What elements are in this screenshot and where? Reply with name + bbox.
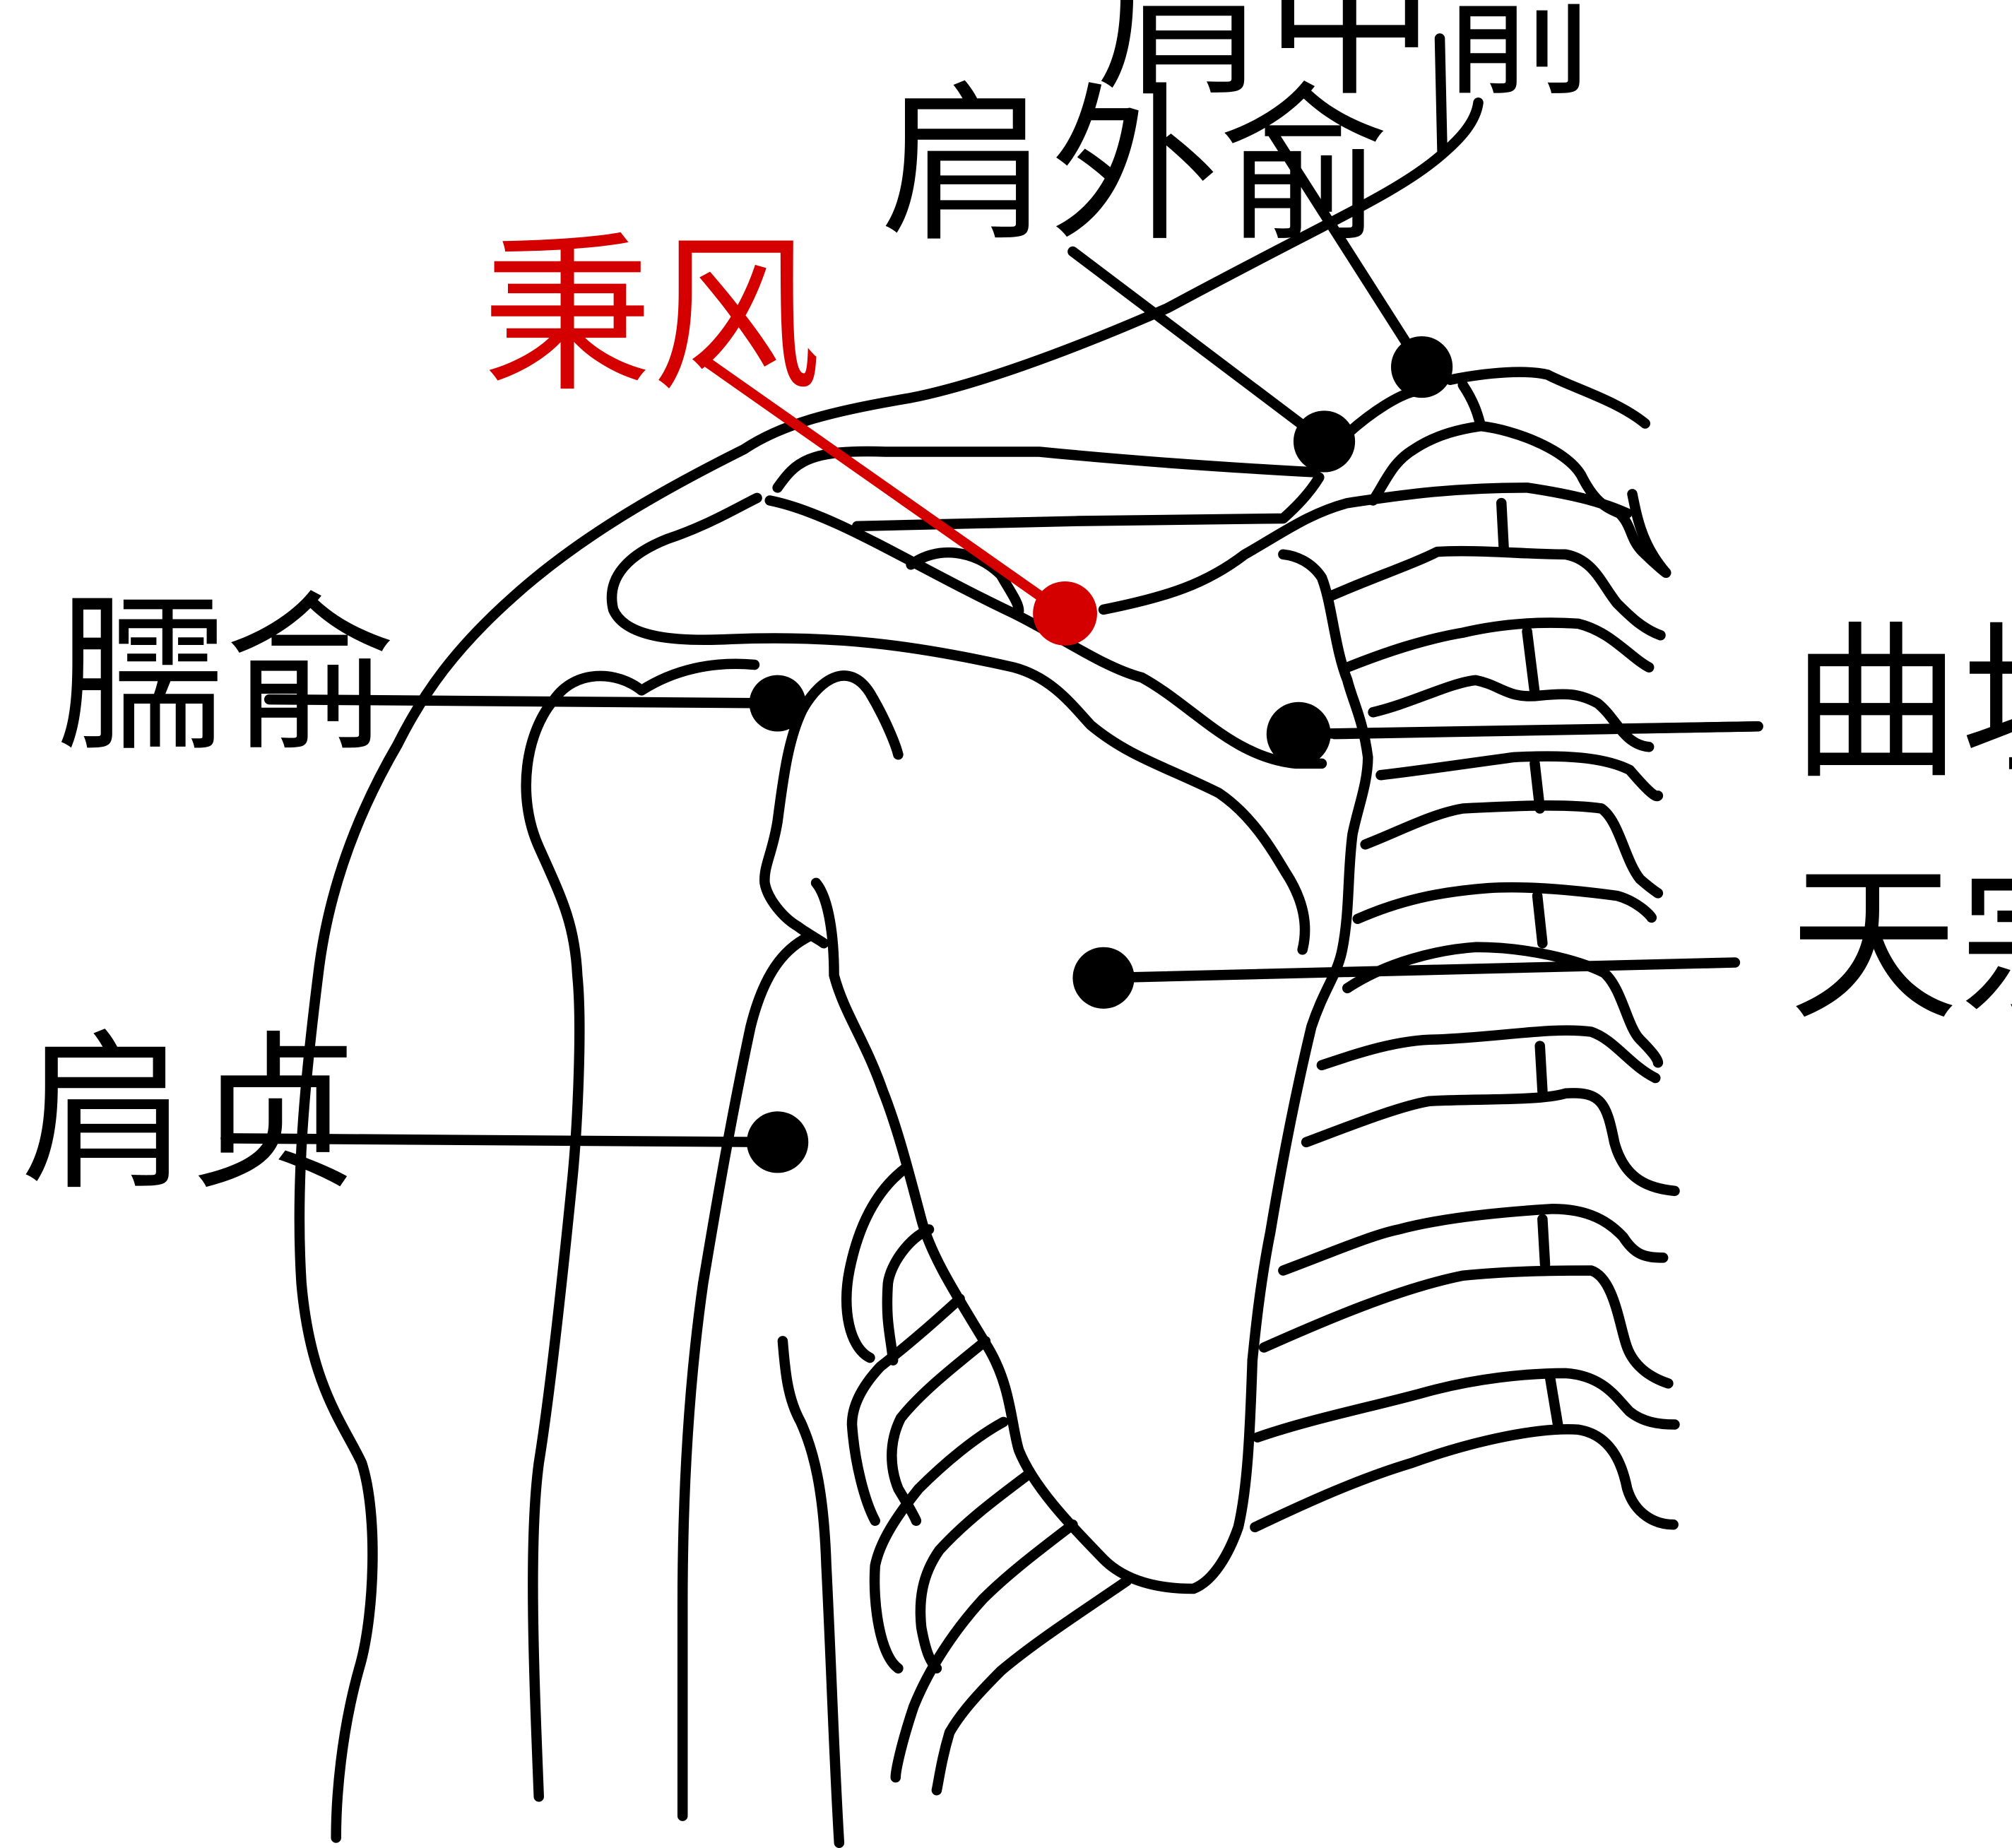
label-quyuan: 曲垣 [1792, 605, 2012, 802]
neck-line [1437, 97, 1484, 160]
leader-jianzhongshu [1267, 128, 1427, 372]
leader-jianzhen [220, 1133, 783, 1148]
latissimus-line-2 [931, 1575, 1132, 1796]
teres-line-4 [915, 1470, 1032, 1674]
point-labels: 肩中俞 肩外俞 秉风 臑俞 曲垣 天宗 肩贞 [20, 0, 2012, 1213]
acupoints [747, 336, 1453, 1173]
scapula-spine-lower [764, 495, 1327, 769]
scapula-lateral-border [759, 703, 829, 949]
point-jianwaishu [1293, 410, 1356, 473]
supraspinous-fossa-top [1098, 482, 1633, 615]
point-bingfeng [1033, 581, 1097, 646]
spine-of-scapula-top [851, 472, 1325, 532]
humerus-left [521, 694, 585, 1802]
point-quyuan [1266, 701, 1331, 766]
ribs [1250, 367, 1763, 1533]
label-jianzhen: 肩贞 [20, 1015, 360, 1213]
leader-quyuan [1293, 721, 1763, 740]
teres-line-2 [887, 1336, 991, 1527]
scapula-inferior-lateral [810, 877, 1258, 1594]
outer-shoulder-contour [294, 33, 1448, 1843]
humeral-head [549, 658, 760, 705]
anatomy-outline [294, 33, 1763, 1848]
coracoid-hook [906, 547, 1024, 616]
scapula-medial-border [1247, 549, 1373, 1366]
label-bingfeng: 秉风 [483, 217, 822, 415]
point-naoshu [749, 675, 806, 732]
acromion-outline [772, 446, 1321, 493]
label-jianzhongshu: 肩中俞 [1096, 0, 1604, 120]
triceps-line-2 [882, 1224, 935, 1366]
leader-naoshu [264, 694, 783, 709]
leader-bingfeng [698, 354, 1070, 619]
humerus-right [677, 931, 814, 1821]
label-tianzong: 天宗 [1789, 846, 2012, 1044]
label-naoshu: 臑俞 [57, 576, 396, 774]
point-tianzong [1072, 947, 1135, 1009]
teres-line-1 [846, 1293, 965, 1527]
glenoid-notch [798, 670, 904, 760]
trapezius-line [1342, 386, 1419, 439]
point-jianzhen [747, 1111, 809, 1173]
triceps-line-1 [841, 1162, 911, 1363]
leader-jianwaishu [1067, 246, 1330, 447]
acromial-process [606, 492, 1310, 955]
arm-inner-line [777, 1336, 845, 1848]
label-jianwaishu: 肩外俞 [880, 67, 1388, 265]
leader-lines [220, 128, 1763, 1148]
leader-tianzong [1098, 957, 1741, 983]
teres-line-3 [869, 1416, 1009, 1674]
point-jianzhongshu [1391, 336, 1453, 398]
latissimus-line-1 [890, 1519, 1078, 1783]
